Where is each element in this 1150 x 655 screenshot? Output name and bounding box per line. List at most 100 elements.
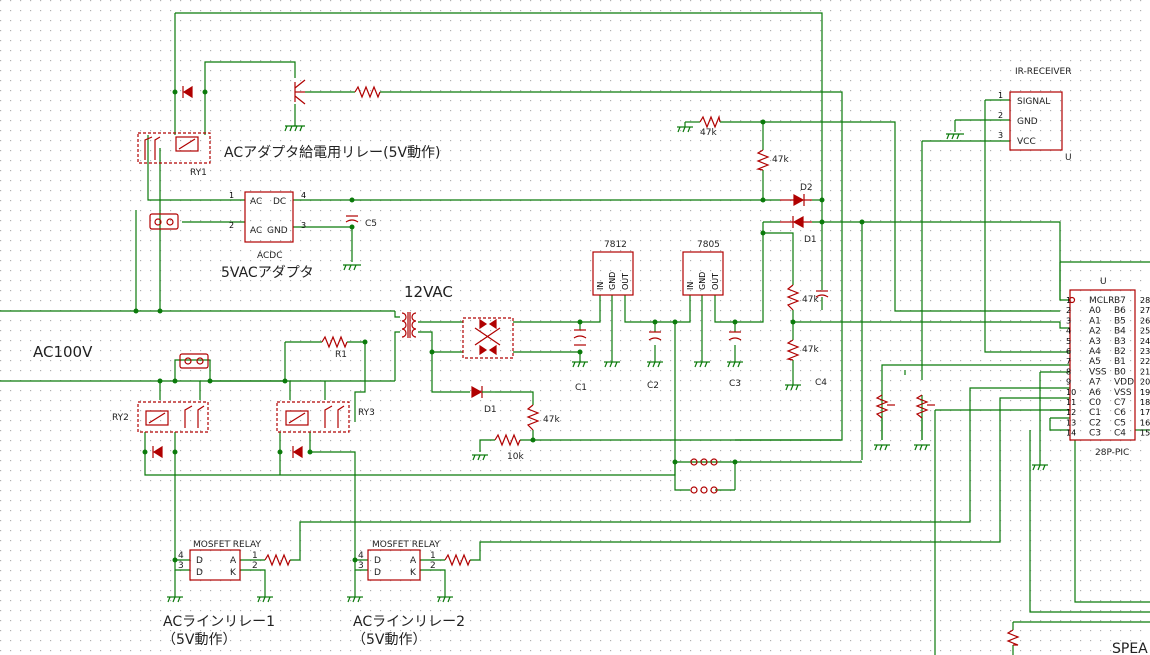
r47k-top-label: 47k [700, 128, 717, 138]
r10k-label: 10k [507, 452, 524, 462]
ry1-label: RY1 [190, 168, 207, 178]
svg-text:1: 1 [430, 551, 436, 561]
pic-pin-name: VDD [1114, 378, 1134, 388]
relay-ry2-outline [137, 401, 209, 433]
vac12-label: 12VAC [404, 283, 453, 301]
svg-text:GND: GND [608, 272, 617, 290]
pic-pin-number: 24 [1140, 337, 1150, 346]
pic-pin-name: B0 [1114, 367, 1126, 377]
svg-text:A: A [230, 556, 237, 566]
pic-pin-name: B7 [1114, 296, 1126, 306]
acline2-sub: （5V動作） [352, 632, 426, 648]
pic-pin-name: C0 [1089, 398, 1101, 408]
pic-pin-number: 18 [1140, 398, 1150, 407]
mosfet-relay-2 [367, 549, 421, 581]
transistor-symbol [293, 79, 306, 127]
pic-pin-name: B6 [1114, 306, 1126, 316]
svg-text:1: 1 [229, 191, 234, 200]
pic-name: 28P-PIC [1095, 448, 1129, 458]
pic-pin-number: 13 [1066, 418, 1076, 427]
svg-text:IN: IN [686, 282, 695, 290]
pic-pin-number: 28 [1140, 296, 1150, 305]
c5-label: C5 [365, 219, 377, 229]
acdc-ref: ACDC [257, 251, 283, 261]
reg7812-label: 7812 [604, 240, 627, 250]
pic-pin-name: C7 [1114, 398, 1126, 408]
pic-pin-name: B1 [1114, 357, 1126, 367]
svg-text:SIGNAL: SIGNAL [1017, 97, 1050, 107]
pic-pin-number: 4 [1066, 327, 1071, 336]
svg-text:4: 4 [301, 191, 306, 200]
pic-pin-name: A3 [1089, 337, 1101, 347]
relay-description: ACアダプタ給電用リレー(5V動作) [224, 145, 441, 161]
pic-pin-name: A2 [1089, 327, 1101, 337]
diode-symbol [182, 85, 193, 99]
pic-pin-name: C5 [1114, 418, 1126, 428]
resistor-symbol [354, 85, 381, 99]
svg-text:2: 2 [430, 561, 436, 571]
svg-text:4: 4 [358, 551, 364, 561]
pic-pin-name: B3 [1114, 337, 1126, 347]
d1-upper-label: D1 [804, 235, 817, 245]
speaker-label: SPEA [1112, 641, 1148, 655]
svg-text:A: A [410, 556, 417, 566]
svg-text:1: 1 [252, 551, 258, 561]
acdc-ac2: AC [250, 226, 262, 236]
pic-pin-name: C2 [1089, 418, 1101, 428]
pic-pin-number: 22 [1140, 357, 1150, 366]
pic-pin-number: 19 [1140, 388, 1150, 397]
wires [0, 12, 1150, 655]
junctions [133, 89, 865, 563]
pic-pin-number: 1 [1066, 296, 1071, 305]
pic-pin-number: 23 [1140, 347, 1150, 356]
svg-text:D: D [374, 568, 381, 578]
pic-pin-number: 5 [1066, 337, 1071, 346]
c3-label: C3 [729, 379, 741, 389]
pic-pin-number: 17 [1140, 408, 1150, 417]
acdc-dc: DC [273, 197, 286, 207]
pic-pin-name: A4 [1089, 347, 1101, 357]
c1-label: C1 [575, 383, 587, 393]
relay-ry3-outline [276, 401, 350, 433]
text-labels: AC100V 12VAC 5VACアダプタ ACDC AC AC DC GND … [33, 67, 1150, 655]
bridge-rectifier [462, 317, 514, 359]
svg-text:OUT: OUT [711, 273, 720, 290]
r47k-d-label: 47k [802, 345, 819, 355]
transformer-symbol [401, 312, 417, 338]
ry2-label: RY2 [112, 413, 129, 423]
acline1-label: ACラインリレー1 [163, 614, 275, 630]
d2-label: D2 [800, 183, 813, 193]
pic-u: U [1100, 277, 1107, 287]
acdc-module [244, 191, 294, 243]
svg-text:VCC: VCC [1017, 137, 1036, 147]
acdc-ac1: AC [250, 197, 262, 207]
ground-symbol [284, 104, 305, 132]
pic-pin-number: 12 [1066, 408, 1076, 417]
pic-pin-name: A6 [1089, 388, 1101, 398]
svg-text:D: D [196, 568, 203, 578]
pic-pin-name: A7 [1089, 378, 1101, 388]
ry3-label: RY3 [358, 408, 375, 418]
svg-text:OUT: OUT [621, 273, 630, 290]
ir-title: IR-RECEIVER [1015, 67, 1071, 77]
c4-label: C4 [815, 378, 827, 388]
pic-pin-number: 9 [1066, 378, 1071, 387]
svg-text:1: 1 [998, 91, 1003, 100]
relay-ry1-outline [137, 132, 211, 164]
mosfet1-label: MOSFET RELAY [193, 540, 261, 550]
pic-pin-name: C3 [1089, 429, 1101, 439]
pic-pin-number: 11 [1066, 398, 1076, 407]
svg-text:D: D [196, 556, 203, 566]
pic-pin-number: 21 [1140, 367, 1150, 376]
pic-pin-name: A0 [1089, 306, 1101, 316]
pic-pin-number: 15 [1140, 429, 1150, 438]
acdc-gnd: GND [267, 226, 288, 236]
pic-pin-number: 7 [1066, 357, 1071, 366]
d1-lower-label: D1 [484, 405, 497, 415]
r47k-c-label: 47k [802, 295, 819, 305]
ir-receiver [1009, 91, 1063, 151]
c2-label: C2 [647, 381, 659, 391]
pic-pin-name: B4 [1114, 327, 1126, 337]
